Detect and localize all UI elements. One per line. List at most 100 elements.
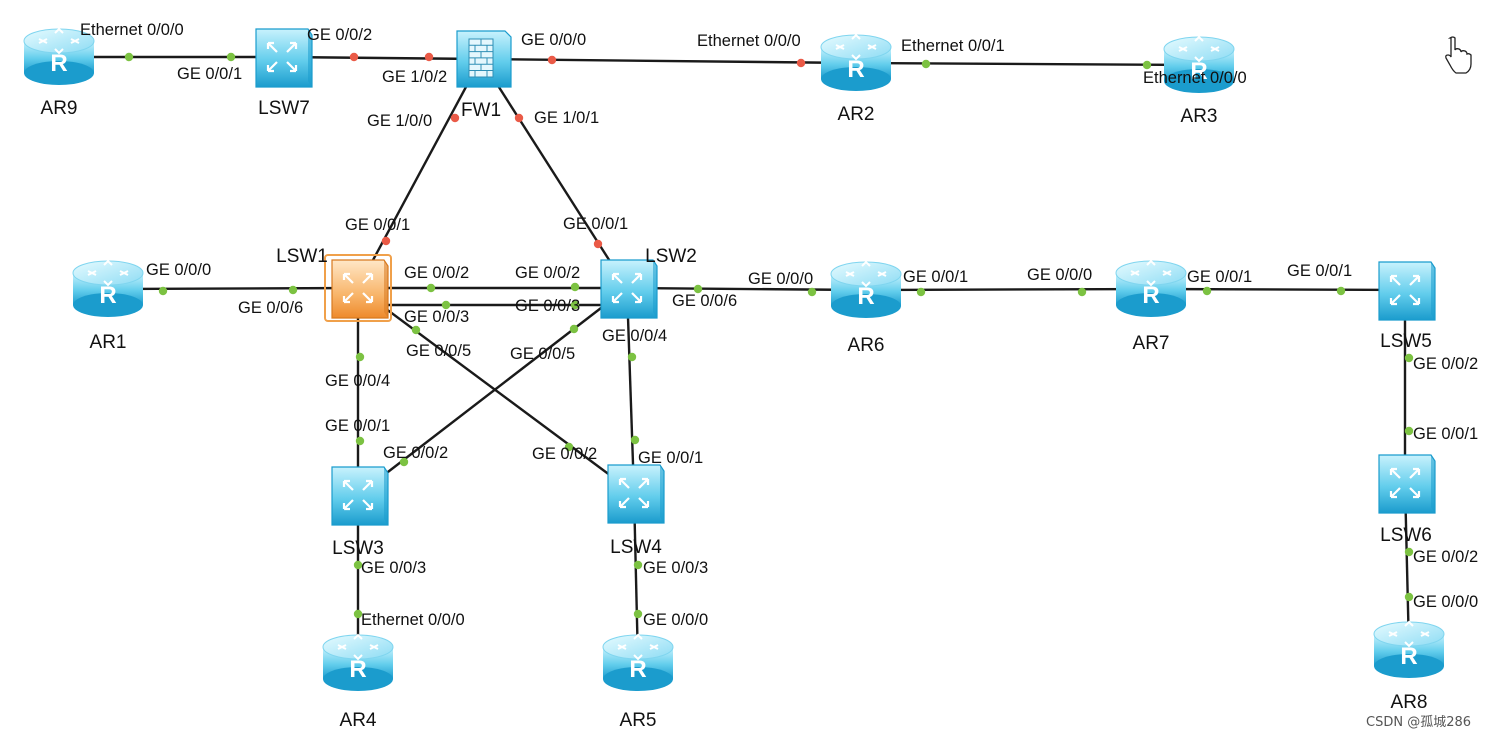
- port-status-dot: [1404, 547, 1414, 557]
- port-status-dot: [633, 609, 643, 619]
- link-lsw7-fw1[interactable]: [281, 55, 482, 61]
- port-label-lsw2: GE 0/0/2: [515, 264, 580, 282]
- device-label-lsw5: LSW5: [1380, 331, 1432, 352]
- port-status-dot: [514, 113, 524, 123]
- port-label-lsw3: GE 0/0/2: [383, 444, 448, 462]
- port-label-ar5: GE 0/0/0: [643, 611, 708, 629]
- port-status-dot: [353, 609, 363, 619]
- link-lsw1-lsw4[interactable]: [357, 287, 635, 494]
- device-label-lsw3: LSW3: [332, 538, 384, 559]
- port-label-ar4: Ethernet 0/0/0: [361, 611, 465, 629]
- port-label-lsw1: GE 0/0/4: [325, 372, 390, 390]
- link-ar2-ar3[interactable]: [855, 61, 1200, 67]
- port-label-lsw2: GE 0/0/1: [563, 215, 628, 233]
- link-lsw2-lsw4[interactable]: [625, 287, 636, 494]
- port-status-dot: [288, 285, 298, 295]
- port-status-dot: [1404, 592, 1414, 602]
- device-ar3[interactable]: R: [1163, 35, 1235, 93]
- svg-text:R: R: [629, 656, 646, 683]
- device-ar7[interactable]: R: [1115, 259, 1187, 317]
- port-status-dot: [630, 435, 640, 445]
- link-ar1-lsw1[interactable]: [107, 286, 359, 291]
- port-status-dot: [1404, 353, 1414, 363]
- device-lsw6[interactable]: [1378, 454, 1436, 514]
- port-label-ar8: GE 0/0/0: [1413, 593, 1478, 611]
- port-status-dot: [796, 58, 806, 68]
- port-status-dot: [353, 560, 363, 570]
- port-label-ar1: GE 0/0/0: [146, 261, 211, 279]
- device-ar9[interactable]: R: [23, 27, 95, 85]
- device-label-ar1: AR1: [90, 332, 127, 353]
- device-ar2[interactable]: R: [820, 33, 892, 91]
- port-status-dot: [627, 352, 637, 362]
- svg-text:R: R: [1190, 58, 1207, 85]
- port-label-lsw2: GE 0/0/5: [510, 345, 575, 363]
- port-status-dot: [1404, 426, 1414, 436]
- device-label-ar4: AR4: [340, 710, 377, 731]
- port-status-dot: [570, 282, 580, 292]
- device-fw1[interactable]: [456, 30, 512, 88]
- port-status-dot: [424, 52, 434, 62]
- port-status-dot: [693, 284, 703, 294]
- port-label-lsw7: GE 0/0/1: [177, 65, 242, 83]
- link-lsw2-ar6[interactable]: [626, 286, 867, 292]
- port-status-dot: [355, 352, 365, 362]
- port-label-lsw1: GE 0/0/6: [238, 299, 303, 317]
- link-fw1-lsw1[interactable]: [356, 58, 483, 289]
- port-label-lsw7: GE 0/0/2: [307, 26, 372, 44]
- device-lsw5[interactable]: [1378, 261, 1436, 321]
- port-label-lsw1: GE 0/0/5: [406, 342, 471, 360]
- port-status-dot: [1336, 286, 1346, 296]
- device-label-ar9: AR9: [41, 98, 78, 119]
- port-label-fw1: GE 1/0/0: [367, 112, 432, 130]
- device-lsw7[interactable]: [255, 28, 313, 88]
- port-status-dot: [921, 59, 931, 69]
- port-label-lsw2: GE 0/0/3: [515, 297, 580, 315]
- device-label-fw1: FW1: [461, 100, 501, 121]
- device-label-ar3: AR3: [1181, 106, 1218, 127]
- port-status-dot: [158, 286, 168, 296]
- device-label-ar8: AR8: [1391, 692, 1428, 713]
- port-status-dot: [124, 52, 134, 62]
- port-status-dot: [569, 324, 579, 334]
- port-status-dot: [633, 560, 643, 570]
- device-lsw1[interactable]: [324, 254, 392, 322]
- device-lsw3[interactable]: [331, 466, 389, 526]
- port-status-dot: [426, 283, 436, 293]
- port-label-ar2: Ethernet 0/0/1: [901, 37, 1005, 55]
- port-status-dot: [381, 236, 391, 246]
- device-label-lsw2: LSW2: [645, 246, 697, 267]
- port-label-ar6: GE 0/0/1: [903, 268, 968, 286]
- device-ar4[interactable]: R: [322, 633, 394, 691]
- device-lsw4[interactable]: [607, 464, 665, 524]
- link-ar7-lsw5[interactable]: [1150, 287, 1406, 292]
- port-status-dot: [355, 436, 365, 446]
- svg-text:R: R: [99, 282, 116, 309]
- port-label-fw1: GE 0/0/0: [521, 31, 586, 49]
- port-label-lsw1: GE 0/0/3: [404, 308, 469, 326]
- device-label-ar2: AR2: [838, 104, 875, 125]
- link-fw1-lsw2[interactable]: [479, 58, 629, 289]
- port-label-ar7: GE 0/0/1: [1187, 268, 1252, 286]
- link-fw1-ar2[interactable]: [480, 57, 857, 65]
- hand-pointer-icon: [1445, 36, 1472, 74]
- device-lsw2[interactable]: [600, 259, 658, 319]
- port-label-fw1: GE 1/0/2: [382, 68, 447, 86]
- link-ar6-ar7[interactable]: [865, 287, 1152, 292]
- port-status-dot: [399, 457, 409, 467]
- device-label-ar5: AR5: [620, 710, 657, 731]
- port-label-lsw3: GE 0/0/1: [325, 417, 390, 435]
- device-label-lsw4: LSW4: [610, 537, 662, 558]
- device-label-ar7: AR7: [1133, 333, 1170, 354]
- device-ar8[interactable]: R: [1373, 620, 1445, 678]
- device-ar6[interactable]: R: [830, 260, 902, 318]
- port-status-dot: [450, 113, 460, 123]
- device-ar1[interactable]: R: [72, 259, 144, 317]
- port-status-dot: [564, 442, 574, 452]
- port-status-dot: [1142, 60, 1152, 70]
- port-label-fw1: GE 1/0/1: [534, 109, 599, 127]
- device-ar5[interactable]: R: [602, 633, 674, 691]
- port-label-ar9: Ethernet 0/0/0: [80, 21, 184, 39]
- port-label-lsw6: GE 0/0/2: [1413, 548, 1478, 566]
